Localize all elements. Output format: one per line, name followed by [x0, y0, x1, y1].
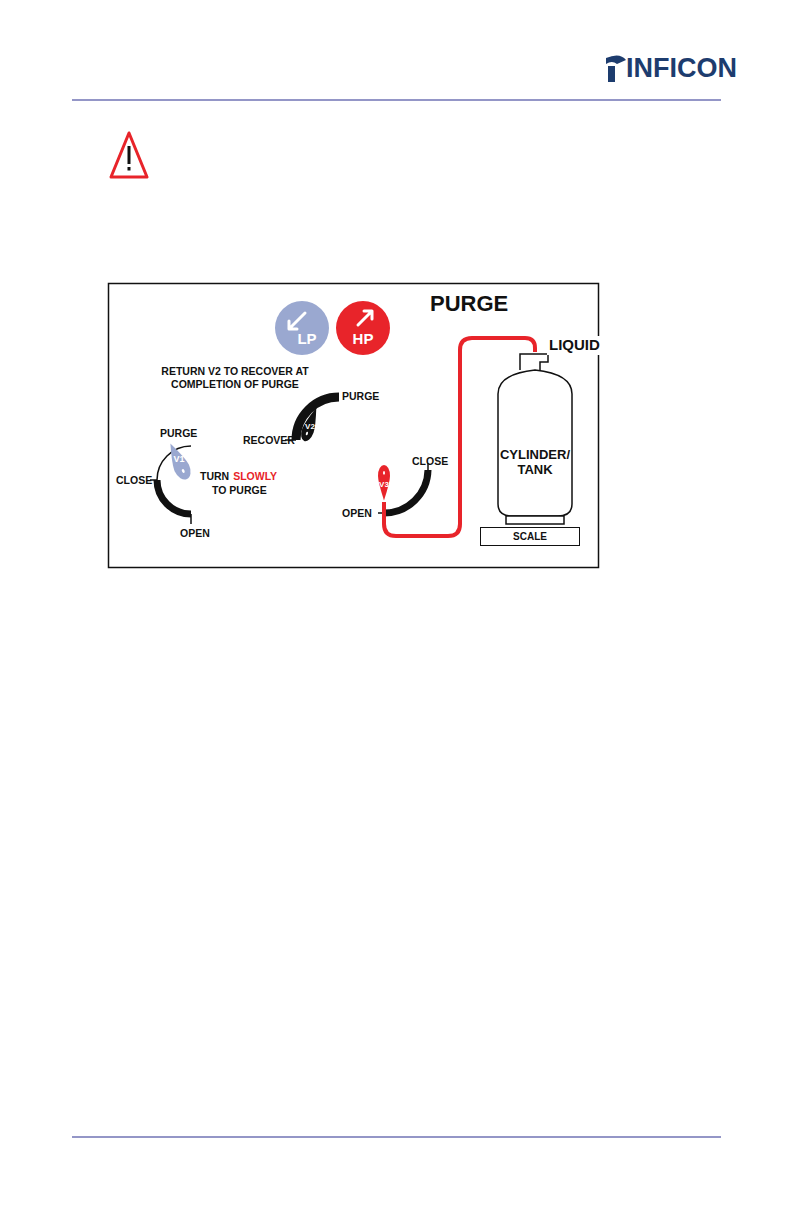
high-pressure-port: HP	[336, 301, 390, 355]
v3-position-label: OPEN	[342, 507, 372, 520]
node-texts: V3	[379, 474, 389, 489]
node-label: HP	[353, 330, 374, 347]
node-label: SCALE	[513, 531, 547, 543]
v1-position-label: CLOSE	[116, 474, 152, 487]
v2-valve-knob: V2	[300, 405, 320, 445]
node-texts: CYLINDER/ TANK	[489, 398, 581, 478]
node-label: CYLINDER/ TANK	[495, 448, 575, 478]
node-label: V2	[305, 422, 315, 431]
node-label: LP	[297, 330, 316, 347]
node-texts: SCALE	[513, 531, 547, 543]
node-texts: V1	[173, 454, 184, 470]
v1-dial	[150, 446, 191, 524]
logo-mark	[606, 55, 626, 82]
low-pressure-port: LP	[275, 301, 329, 355]
v1-position-label: PURGE	[160, 427, 197, 440]
instruction-word-emphasis: SLOWLY	[233, 470, 277, 482]
node-texts: LP	[287, 308, 316, 347]
cylinder-tank: CYLINDER/ TANK	[488, 352, 582, 524]
v1-valve-knob: V1	[166, 440, 192, 484]
cylinder-tank-outline	[488, 352, 582, 524]
v2-position-label: RECOVER	[243, 434, 295, 447]
edge-label: LIQUID	[547, 336, 602, 355]
logo-text: INFICON	[626, 52, 737, 86]
v2-position-label: PURGE	[342, 390, 379, 403]
node-texts: V2	[305, 418, 315, 431]
header-rule	[72, 99, 721, 100]
v3-valve-knob: V3	[374, 462, 394, 502]
node-texts: HP	[353, 308, 374, 347]
warning-icon	[111, 133, 147, 177]
instruction-note: RETURN V2 TO RECOVER AT COMPLETION OF PU…	[160, 365, 310, 391]
diagram-frame	[109, 284, 599, 568]
diagram-title: PURGE	[430, 290, 508, 318]
footer-rule	[72, 1136, 721, 1137]
v3-position-label: CLOSE	[412, 455, 448, 468]
scale-box: SCALE	[480, 527, 580, 546]
instruction-word: TURN	[200, 470, 229, 482]
node-label: V1	[173, 454, 184, 464]
node-label: V3	[379, 480, 389, 489]
instruction-line: TURN SLOWLY	[200, 470, 277, 483]
instruction-word: TO PURGE	[212, 484, 267, 497]
v1-position-label: OPEN	[180, 527, 210, 540]
